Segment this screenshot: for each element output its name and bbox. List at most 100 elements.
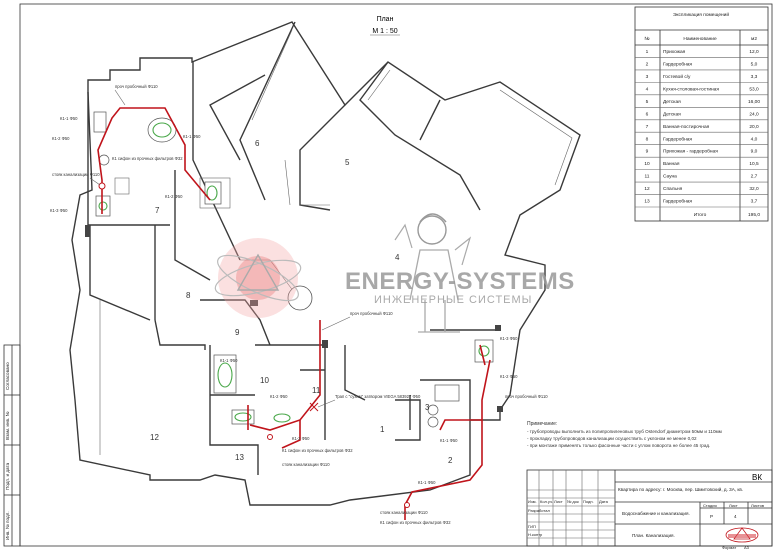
sheet-value: 4	[734, 514, 737, 519]
room-number: 9	[235, 328, 240, 337]
kl2-label-bath: К1-2 Ф50	[270, 394, 288, 399]
section-title: Водоснабжение и канализация.	[622, 511, 690, 516]
sheet-title: План. Канализация.	[632, 533, 675, 538]
explication-header-name: Наименование	[683, 36, 717, 42]
riser-label: стояк канализации Ф110	[52, 172, 100, 177]
siphon-label-upper: К1 сифон из прочных фильтров Ф32	[112, 156, 183, 161]
company-logo	[725, 527, 759, 543]
explication-cell: Прихожая	[663, 49, 686, 55]
explication-table: Экспликация помещений № Наименование м2 …	[634, 6, 769, 222]
title-block: Изм. Кол.уч. Лист № док Подп. Дата Разра…	[526, 469, 773, 547]
kl2-label-upper: К1-2 Ф50	[165, 194, 183, 199]
room-number: 3	[425, 403, 430, 412]
floor-drain-label: Трап с "сухим" затвором VIEGA 583927 Ф50	[335, 394, 421, 399]
siphon-label-entry: К1 сифон из прочных фильтров Ф32	[380, 520, 451, 525]
explication-cell: Сауна	[663, 174, 677, 180]
watermark-brand: ENERGY-SYSTEMS	[345, 268, 575, 295]
explication-cell: 13	[644, 199, 650, 205]
side-cell-agreed: Согласовано	[5, 362, 10, 390]
room-number: 13	[235, 453, 244, 462]
col-header: Подп.	[583, 499, 594, 504]
side-cell-replace: Взам. инв. №	[5, 411, 10, 440]
format-value: А3	[744, 545, 750, 550]
kl3-label-bath: К1-3 Ф50	[292, 436, 310, 441]
explication-cell: 12	[644, 186, 650, 192]
riser-label-entry: стояк канализации Ф110	[380, 510, 428, 515]
outer-wall	[69, 21, 581, 506]
explication-cell: 12,0	[749, 49, 759, 55]
annotations: проч пробочный Ф110 К1-1 Ф50 К1-2 Ф50 ст…	[50, 84, 548, 525]
explication-header-num: №	[644, 36, 649, 42]
explication-cell: 4,0	[751, 136, 758, 142]
side-cell-sign-date: Подп. и дата	[5, 462, 10, 490]
explication-cell: 3	[646, 74, 649, 80]
explication-cell: 2,7	[751, 174, 758, 180]
side-cell-inventory: Инв. № подл.	[5, 511, 10, 540]
revision-label-central: проч пробочный Ф110	[350, 311, 393, 316]
explication-cell: Прихожая - гардеробная	[663, 149, 718, 155]
room-number: 6	[255, 139, 260, 148]
explication-cell: 7	[646, 124, 649, 130]
explication-header-area: м2	[751, 36, 757, 42]
pipe-route-upper	[97, 107, 211, 214]
explication-cell: 11	[645, 174, 650, 180]
kl3-label-right: К1-3 Ф50	[500, 336, 518, 341]
room-number: 1	[380, 425, 385, 434]
kl2-label: К1-2 Ф50	[52, 136, 70, 141]
explication-cell: Детская	[663, 111, 681, 117]
explication-cell: Гардеробная	[663, 61, 692, 67]
revision-label: проч пробочный Ф110	[115, 84, 158, 89]
engineer-figure	[394, 213, 472, 333]
role-control: Н.контр	[528, 532, 543, 537]
explication-cell: Гардеробная	[663, 199, 692, 205]
explication-cell: 16,00	[748, 99, 760, 105]
explication-cell: Гостевой с/у	[663, 73, 691, 80]
revision-label-right: проч пробочный Ф110	[505, 394, 548, 399]
stage-label: Стадия	[703, 503, 717, 508]
room-number: 11	[312, 386, 321, 395]
note-line: - трубопроводы выполнить из полипропилен…	[527, 429, 722, 434]
sewer-pipes	[97, 107, 491, 520]
notes-heading: Примечание:	[527, 421, 557, 427]
explication-cell: 9,0	[751, 149, 758, 155]
room-number: 8	[186, 291, 191, 300]
room-number: 10	[260, 376, 269, 385]
sheets-label: Листов	[751, 503, 764, 508]
explication-cell: 9	[646, 149, 649, 155]
col-header: Кол.уч.	[540, 499, 553, 504]
explication-cell: 2	[646, 61, 649, 67]
explication-cell: 3,7	[751, 199, 758, 205]
kl1-label-bath: К1-1 Ф50	[220, 358, 238, 363]
room-numbers: 1 2 3 4 5 6 7 8 9 10 11 12 13	[150, 139, 453, 465]
explication-cell: 3,3	[751, 74, 758, 80]
room-number: 12	[150, 433, 159, 442]
riser-label-bath: стояк канализации Ф110	[282, 462, 330, 467]
pipe-route-central	[249, 320, 321, 431]
explication-heading: Экспликация помещений	[673, 11, 729, 18]
explication-cell: 24,0	[749, 111, 759, 117]
col-header: Лист	[554, 499, 563, 504]
side-stamp: Согласовано Взам. инв. № Подп. и дата Ин…	[3, 344, 21, 547]
notes: Примечание: - трубопроводы выполнить из …	[527, 421, 722, 448]
role-gip: ГИП	[528, 524, 536, 529]
explication-cell: Спальня	[663, 186, 683, 192]
room-number: 5	[345, 158, 350, 167]
explication-cell: 10,5	[749, 161, 759, 167]
explication-cell: 4	[646, 86, 649, 92]
explication-cell: Ванная-постирочная	[663, 124, 710, 130]
kl1-label-right: К1-1 Ф50	[440, 438, 458, 443]
project-code: ВК	[752, 473, 762, 482]
explication-cell: Кухня-столовая-гостиная	[663, 86, 719, 92]
room-number: 2	[448, 456, 453, 465]
explication-total-value: 195,0	[748, 212, 760, 218]
explication-cell: 6	[646, 111, 649, 117]
sheet-frame	[19, 3, 773, 547]
explication-cell: 10	[644, 161, 650, 167]
watermark-tagline: ИНЖЕНЕРНЫЕ СИСТЕМЫ	[374, 294, 532, 306]
room-number: 4	[395, 253, 400, 262]
explication-total-label: Итого	[694, 212, 707, 218]
explication-cell: 20,0	[749, 124, 759, 130]
explication-cell: Детская	[663, 99, 681, 105]
